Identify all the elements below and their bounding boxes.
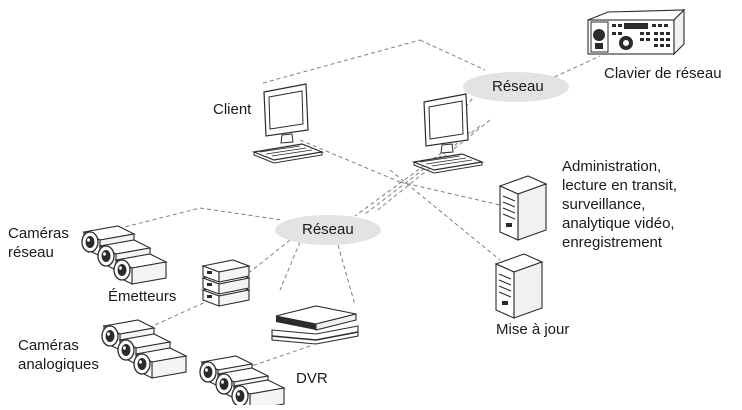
dvr-recorder-icon [271, 305, 359, 345]
dvr-label: DVR [296, 370, 328, 387]
network-cameras-label: Caméras réseau [8, 225, 69, 261]
box-camera-icon-dvr [199, 355, 285, 410]
ptz-keyboard-icon [587, 8, 686, 56]
client-label: Client [213, 101, 252, 118]
server-tower-icon-main [499, 175, 547, 241]
encoders-label: Émetteurs [108, 288, 177, 305]
network-label-middle: Réseau [302, 221, 354, 238]
desktop-computer-icon-client [253, 83, 323, 164]
network-cloud-top [463, 72, 569, 102]
network-cloud-middle [275, 215, 381, 245]
box-camera-icon-network [81, 225, 167, 285]
keyboard-label: Clavier de réseau [604, 65, 722, 82]
update-label: Mise à jour [496, 321, 570, 338]
encoder-rack-icon [202, 259, 250, 307]
server-tower-icon-update [495, 253, 543, 319]
server-roles-label: Administration, lecture en transit, surv… [562, 158, 678, 251]
analog-cameras-label: Caméras analogiques [18, 337, 99, 373]
network-label-top: Réseau [492, 78, 544, 95]
desktop-computer-icon-admin [413, 93, 483, 174]
